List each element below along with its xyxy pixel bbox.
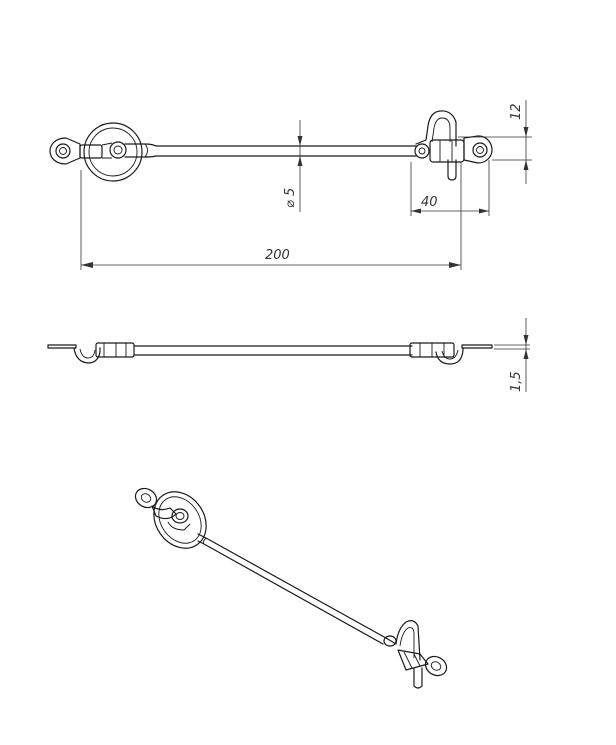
top-view	[49, 110, 493, 182]
iso-hook-tip	[413, 667, 423, 689]
right-eye-tab	[463, 135, 493, 164]
dim-hook-offset: 40	[410, 160, 490, 216]
iso-right-staple	[397, 649, 429, 671]
eye-body	[79, 144, 103, 159]
iso-rosette	[153, 491, 207, 549]
side-view	[47, 342, 493, 365]
iso-right-eye	[424, 655, 448, 677]
hook-rod	[124, 143, 417, 158]
dim-overall-length: 200	[80, 162, 462, 270]
side-left-eye	[73, 347, 101, 364]
side-right-plate	[461, 344, 493, 349]
dim-hook-height: 12	[458, 100, 532, 184]
iso-left-screw	[171, 508, 189, 524]
hook-staple	[429, 139, 465, 163]
dim-hook-offset-label: 40	[421, 195, 438, 210]
side-rod	[133, 345, 413, 356]
iso-hook	[385, 620, 421, 661]
rosette-washer	[83, 122, 143, 182]
isometric-view	[134, 487, 448, 689]
right-screw-hole	[472, 142, 488, 158]
eye-screw	[109, 141, 127, 159]
dim-rod-diameter-label: ⌀ 5	[283, 188, 298, 208]
dim-overall-length-label: 200	[265, 248, 290, 263]
side-left-staple	[95, 342, 135, 358]
dim-plate-thickness-label: 1,5	[509, 371, 524, 392]
left-eye-tab	[49, 137, 81, 165]
hook-pivot	[414, 143, 430, 159]
left-screw-hole	[55, 143, 71, 159]
iso-left-eye	[134, 487, 158, 509]
iso-rod	[197, 533, 387, 645]
hook-curl	[415, 110, 457, 147]
hook-tip	[447, 159, 457, 181]
side-left-plate	[47, 344, 77, 349]
dim-hook-height-label: 12	[509, 103, 524, 120]
dim-plate-thickness: 1,5	[494, 318, 530, 392]
iso-hook-pivot	[383, 635, 397, 647]
dim-rod-diameter: ⌀ 5	[283, 120, 303, 212]
side-right-eye	[435, 347, 464, 365]
